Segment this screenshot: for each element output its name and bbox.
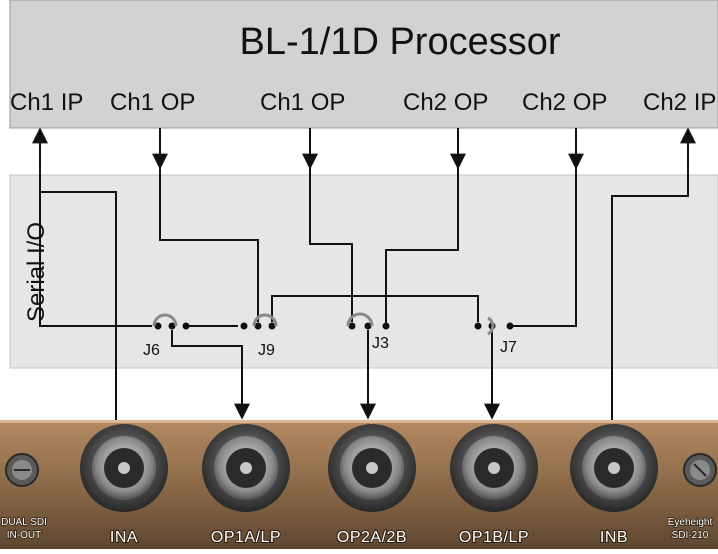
bnc-connector-op1a-lp[interactable] bbox=[202, 424, 290, 512]
channel-label-ch2-ip: Ch2 IP bbox=[643, 89, 716, 116]
channel-label-ch2-op-b: Ch2 OP bbox=[522, 89, 607, 116]
jumper-label-j6: J6 bbox=[143, 342, 160, 359]
connector-label-inb: INB bbox=[600, 529, 628, 546]
wire-ch2-op-b-route bbox=[510, 168, 577, 327]
panel-screw-right bbox=[683, 453, 717, 487]
jumper-j3: J3 bbox=[346, 312, 390, 352]
jumper-j6: J6 bbox=[143, 313, 190, 359]
serial-io-label: Serial I/O bbox=[23, 222, 50, 322]
channel-label-ch1-op-b: Ch1 OP bbox=[260, 89, 345, 116]
processor-title: BL-1/1D Processor bbox=[239, 21, 560, 63]
channel-label-ch1-ip: Ch1 IP bbox=[10, 89, 83, 116]
wire-ch1-op-b-route bbox=[309, 168, 353, 322]
wire-ina-to-ch1-ip bbox=[32, 127, 117, 430]
bnc-connector-ina[interactable] bbox=[80, 424, 168, 512]
wire-ch1-op-a-route bbox=[159, 168, 259, 322]
connector-panel: DUAL SDI IN-OUT Eyeheight SDI-210 INA OP… bbox=[0, 420, 718, 549]
panel-label-left-1: DUAL SDI bbox=[1, 517, 47, 528]
connector-label-op1a-lp: OP1A/LP bbox=[211, 529, 281, 546]
wire-ch2-op-a-route bbox=[385, 168, 459, 326]
channel-label-ch2-op-a: Ch2 OP bbox=[403, 89, 488, 116]
panel-label-right-1: Eyeheight bbox=[668, 517, 713, 528]
connector-label-op1b-lp: OP1B/LP bbox=[459, 529, 529, 546]
connector-label-op2a-2b: OP2A/2B bbox=[337, 529, 407, 546]
connector-label-ina: INA bbox=[110, 529, 138, 546]
jumper-label-j9: J9 bbox=[258, 342, 275, 359]
panel-label-right-2: SDI-210 bbox=[672, 530, 709, 541]
bnc-connector-op1b-lp[interactable] bbox=[450, 424, 538, 512]
panel-screw-left bbox=[5, 453, 39, 487]
wire-j9-j7-bus bbox=[271, 295, 479, 322]
wire-inb-to-ch2-ip bbox=[611, 127, 696, 430]
channel-label-ch1-op-a: Ch1 OP bbox=[110, 89, 195, 116]
signal-wires bbox=[32, 127, 696, 430]
panel-label-left-2: IN-OUT bbox=[7, 530, 41, 541]
wire-j6-to-op1a bbox=[171, 330, 250, 420]
jumper-j7: J7 bbox=[474, 316, 517, 356]
processor-box: BL-1/1D Processor Ch1 IP Ch1 OP Ch1 OP C… bbox=[9, 0, 718, 129]
jumper-label-j7: J7 bbox=[500, 339, 517, 356]
bnc-connector-op2a-2b[interactable] bbox=[328, 424, 416, 512]
jumper-j9: J9 bbox=[240, 313, 278, 359]
bnc-connector-inb[interactable] bbox=[570, 424, 658, 512]
wire-ch1-ip-route bbox=[39, 180, 117, 326]
jumper-label-j3: J3 bbox=[372, 335, 389, 352]
serial-io-box: Serial I/O bbox=[9, 174, 718, 369]
